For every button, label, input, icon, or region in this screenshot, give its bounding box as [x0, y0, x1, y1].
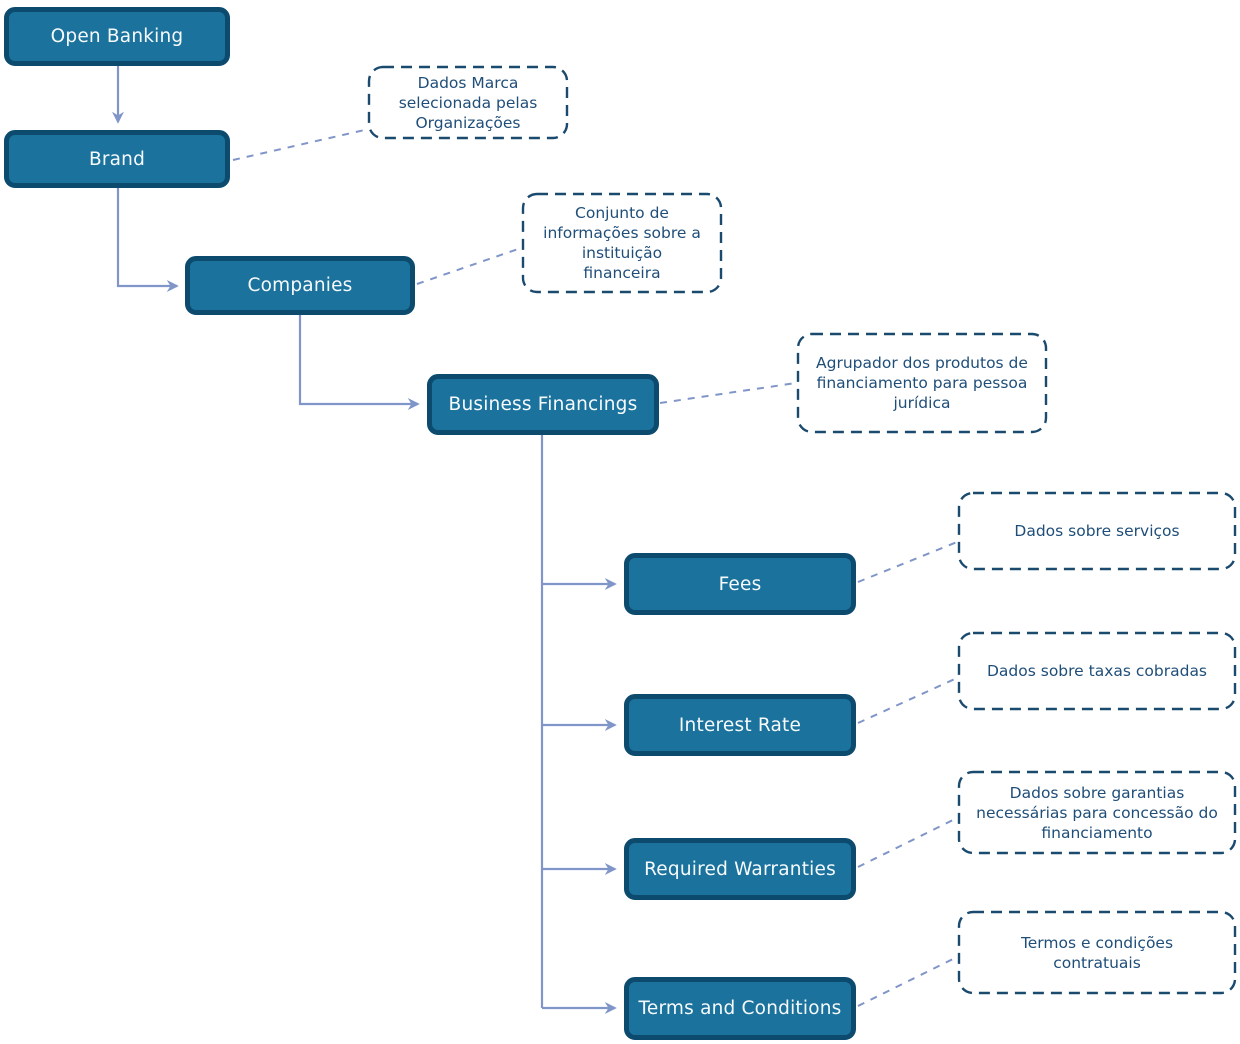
link-brand-annotation	[232, 128, 370, 161]
link-business-financings-annotation	[659, 382, 797, 404]
node-fees[interactable]: Fees	[624, 553, 856, 615]
node-brand[interactable]: Brand	[4, 130, 230, 188]
annotation-fees: Dados sobre serviços	[959, 493, 1235, 569]
annotation-required-warranties-text: Dados sobre garantias necessárias para c…	[976, 783, 1218, 842]
node-required-warranties-label: Required Warranties	[644, 858, 836, 880]
annotation-interest-rate-text: Dados sobre taxas cobradas	[986, 662, 1208, 680]
node-open-banking-label: Open Banking	[50, 26, 184, 47]
node-required-warranties[interactable]: Required Warranties	[624, 838, 856, 900]
node-companies-label: Companies	[247, 275, 353, 296]
link-interest-rate-annotation	[857, 677, 958, 724]
annotation-companies: Conjunto de informações sobre a institui…	[523, 194, 721, 292]
node-brand-label: Brand	[88, 148, 146, 170]
link-required-warranties-annotation	[857, 817, 958, 868]
node-fees-label: Fees	[718, 573, 762, 595]
link-fees-annotation	[857, 541, 958, 583]
annotation-business-financings-text: Agrupador dos produtos de financiamento …	[816, 354, 1028, 412]
node-companies[interactable]: Companies	[185, 256, 415, 315]
annotation-brand: Dados Marca selecionada pelas Organizaçõ…	[369, 67, 567, 138]
annotation-business-financings: Agrupador dos produtos de financiamento …	[798, 334, 1046, 432]
annotation-terms-and-conditions-text: Termos e condições contratuais	[1020, 933, 1174, 972]
annotation-brand-text: Dados Marca selecionada pelas Organizaçõ…	[398, 73, 538, 132]
annotation-required-warranties: Dados sobre garantias necessárias para c…	[959, 772, 1235, 853]
annotation-fees-text: Dados sobre serviços	[1014, 522, 1180, 540]
node-interest-rate[interactable]: Interest Rate	[624, 694, 856, 756]
annotation-companies-text: Conjunto de informações sobre a institui…	[543, 204, 701, 282]
node-terms-and-conditions[interactable]: Terms and Conditions	[624, 977, 856, 1040]
node-interest-rate-label: Interest Rate	[678, 714, 802, 736]
edge-companies-business-financings	[298, 315, 420, 410]
node-terms-and-conditions-label: Terms and Conditions	[638, 998, 842, 1019]
annotation-terms-and-conditions: Termos e condições contratuais	[959, 912, 1235, 993]
link-companies-annotation	[416, 247, 522, 285]
link-terms-and-conditions-annotation	[857, 956, 958, 1007]
node-business-financings-label: Business Financings	[448, 394, 638, 415]
node-business-financings[interactable]: Business Financings	[427, 374, 659, 435]
annotation-interest-rate: Dados sobre taxas cobradas	[959, 633, 1235, 709]
node-open-banking[interactable]: Open Banking	[4, 7, 230, 66]
edge-brand-companies	[116, 188, 179, 292]
